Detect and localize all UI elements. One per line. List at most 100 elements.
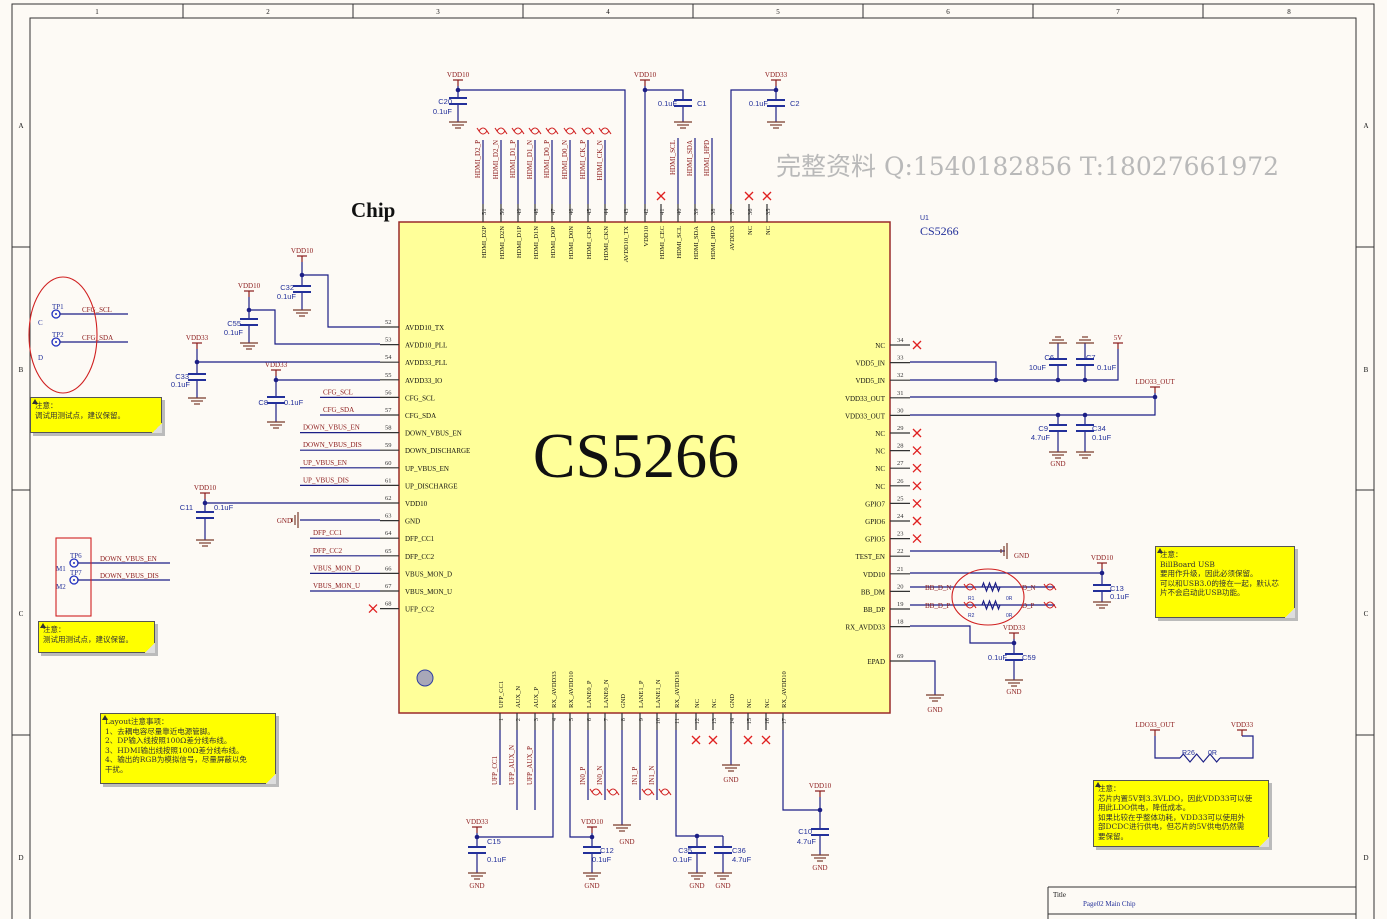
note-line: 4、输出的RGB为模拟信号，尽量屏蔽以免 bbox=[105, 755, 247, 764]
capacitor-value: 4.7uF bbox=[1031, 433, 1051, 442]
pin-number: 33 bbox=[897, 355, 904, 362]
note-test-points-1: 注意：调试用测试点，建议保留。 bbox=[30, 397, 162, 433]
capacitor-value: 0.1uF bbox=[487, 855, 507, 864]
pin-number: 27 bbox=[897, 460, 904, 467]
test-point-ref: TP1 bbox=[52, 303, 64, 311]
note-line: 测试用测试点，建议保留。 bbox=[43, 634, 133, 644]
note-layout: Layout注意事项：1、去耦电容尽量靠近电源管脚。2、DP输入线按照100Ω差… bbox=[100, 713, 276, 784]
test-point-ref: TP6 bbox=[70, 552, 82, 560]
net-label: BB_D_N bbox=[925, 584, 951, 592]
net-label: HDMI_SDA bbox=[686, 140, 694, 176]
note-line: 1、去耦电容尽量靠近电源管脚。 bbox=[105, 726, 215, 736]
wire bbox=[301, 262, 380, 328]
chip-body bbox=[398, 221, 891, 714]
net-label: CFG_SDA bbox=[82, 334, 113, 342]
no-connect-mark bbox=[744, 191, 754, 201]
net-label: BB_D_P bbox=[925, 602, 950, 610]
pin-number: 2 bbox=[515, 718, 522, 721]
pin-number: 11 bbox=[674, 718, 681, 724]
ground-label: GND bbox=[723, 776, 738, 784]
ground-label: GND bbox=[715, 882, 730, 890]
pin-number: 39 bbox=[693, 209, 700, 216]
no-connect-mark bbox=[912, 481, 922, 491]
net-label: DFP_CC1 bbox=[313, 529, 343, 537]
resistor-value: 0R bbox=[1208, 750, 1217, 757]
capacitor-ref: C10 bbox=[798, 827, 812, 836]
pin-number: 7 bbox=[603, 717, 610, 721]
diff-pair-port-icon bbox=[589, 788, 603, 796]
pin-number: 40 bbox=[676, 209, 683, 216]
pin-number: 20 bbox=[897, 583, 904, 590]
net-label: UP_VBUS_EN bbox=[303, 459, 347, 467]
diff-pair-port-icon bbox=[598, 127, 612, 135]
net-label: D_N bbox=[1022, 584, 1036, 592]
pin-name: NC bbox=[875, 465, 885, 473]
pin-number: 69 bbox=[897, 653, 904, 660]
power-port-label: VDD10 bbox=[238, 282, 261, 290]
pin-number: 67 bbox=[385, 583, 392, 590]
pin-name: TEST_EN bbox=[855, 553, 885, 561]
test-point-tag: C bbox=[38, 319, 43, 327]
pin-name: UP_DISCHARGE bbox=[405, 482, 458, 490]
column-number: 4 bbox=[606, 8, 610, 16]
net-label: UFP_CC1 bbox=[491, 755, 499, 785]
pin-number: 21 bbox=[897, 566, 904, 573]
capacitor-ref: C12 bbox=[600, 846, 614, 855]
row-letter: A bbox=[1363, 122, 1368, 130]
no-connect-mark bbox=[368, 604, 378, 614]
capacitor-ref: C35 bbox=[678, 846, 692, 855]
pin-number: 22 bbox=[897, 548, 904, 555]
pin-number: 36 bbox=[747, 208, 754, 215]
net-label: IN0_P bbox=[579, 767, 587, 785]
capacitor-ref: C59 bbox=[1022, 653, 1036, 662]
resistor-ref: R2 bbox=[968, 613, 975, 619]
pin-name: HDMI_HPD bbox=[710, 226, 717, 260]
power-port-label: VDD10 bbox=[809, 782, 832, 790]
diff-pair-port-icon bbox=[476, 127, 490, 135]
no-connect-mark bbox=[912, 446, 922, 456]
diff-pair-port-icon bbox=[963, 601, 977, 609]
net-label: UP_VBUS_DIS bbox=[303, 476, 349, 484]
net-label: IN1_N bbox=[648, 766, 656, 785]
pin-name: VDD5_IN bbox=[855, 360, 885, 368]
pin-name: VDD33_OUT bbox=[845, 412, 886, 420]
net-label: VBUS_MON_U bbox=[313, 582, 360, 590]
test-point-ref: TP7 bbox=[70, 569, 82, 577]
wire bbox=[910, 625, 1014, 644]
pin-name: HDMI_CEC bbox=[659, 226, 666, 259]
pin-name: GPIO5 bbox=[865, 536, 885, 544]
capacitor-value: 0.1uF bbox=[749, 99, 769, 108]
ground-label: GND bbox=[927, 706, 942, 714]
pin-name: HDMI_SDA bbox=[693, 226, 700, 260]
no-connect-mark bbox=[912, 463, 922, 473]
pin-number: 51 bbox=[481, 209, 488, 216]
row-letter: D bbox=[18, 854, 23, 862]
diff-pair-port-icon bbox=[581, 127, 595, 135]
pin-number: 12 bbox=[694, 718, 701, 725]
no-connect-mark bbox=[912, 340, 922, 350]
pin-name: CFG_SDA bbox=[405, 412, 436, 420]
net-label: HDMI_D0_N bbox=[561, 140, 569, 179]
pin-name: VBUS_MON_U bbox=[405, 588, 452, 596]
pin-number: 13 bbox=[711, 718, 718, 725]
pin-number: 17 bbox=[781, 717, 788, 724]
pin-number: 60 bbox=[385, 460, 392, 467]
power-port-label: VDD10 bbox=[291, 247, 314, 255]
row-letter: C bbox=[1364, 610, 1369, 618]
resistor-icon bbox=[1179, 753, 1221, 763]
column-number: 7 bbox=[1116, 8, 1120, 16]
power-port-label: VDD33 bbox=[1003, 624, 1026, 632]
capacitor-ref: C20 bbox=[438, 97, 452, 106]
pin-name: NC bbox=[765, 226, 772, 235]
note-line: 芯片内置5V到3.3VLDO，因此VDD33可以使 bbox=[1098, 793, 1253, 803]
pin-number: 34 bbox=[897, 337, 904, 344]
diff-pair-port-icon bbox=[641, 788, 655, 796]
test-point-icon bbox=[55, 341, 57, 343]
row-letter: B bbox=[1364, 366, 1369, 374]
pin-name: HDMI_SCL bbox=[676, 226, 683, 259]
column-number: 1 bbox=[95, 8, 99, 16]
power-port-label: LDO33_OUT bbox=[1135, 721, 1175, 729]
pin-name: EPAD bbox=[867, 658, 885, 666]
ground-label: GND bbox=[812, 864, 827, 872]
no-connect-mark bbox=[761, 735, 771, 745]
